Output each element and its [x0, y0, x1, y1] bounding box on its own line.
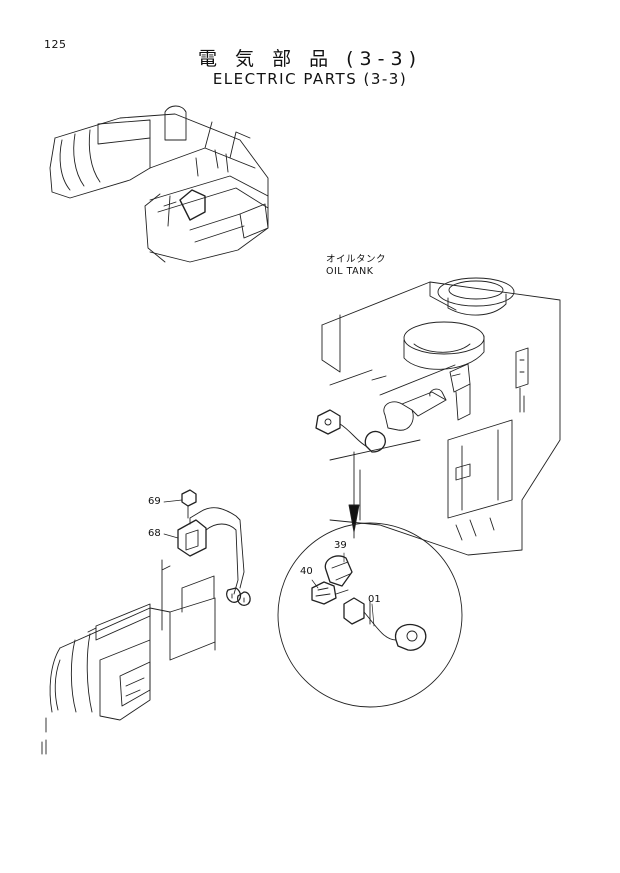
- detail-pointer: [349, 452, 359, 538]
- detail-circle: [278, 523, 462, 707]
- cab-frame-illustration: [42, 560, 215, 754]
- tank-sensor-illustration: [316, 410, 385, 452]
- page-title-japanese: 電 気 部 品 (3-3): [197, 48, 423, 70]
- callout-40: 40: [300, 566, 313, 577]
- oil-tank-label-english: OIL TANK: [326, 266, 374, 277]
- harness-leader-lines: [164, 500, 182, 538]
- callout-39: 39: [334, 540, 347, 551]
- machine-overview-illustration: [50, 106, 268, 262]
- detail-leader-lines: [312, 553, 374, 626]
- oil-tank-label: オイルタンク OIL TANK: [326, 254, 386, 278]
- callout-68: 68: [148, 528, 161, 539]
- switch-harness-illustration: [178, 490, 250, 605]
- callout-01: 01: [368, 594, 381, 605]
- oil-tank-label-japanese: オイルタンク: [326, 254, 387, 265]
- page-title-english: ELECTRIC PARTS (3-3): [212, 70, 408, 88]
- oil-tank-illustration: [322, 278, 560, 555]
- callout-69: 69: [148, 496, 161, 507]
- page-number: 125: [44, 38, 67, 51]
